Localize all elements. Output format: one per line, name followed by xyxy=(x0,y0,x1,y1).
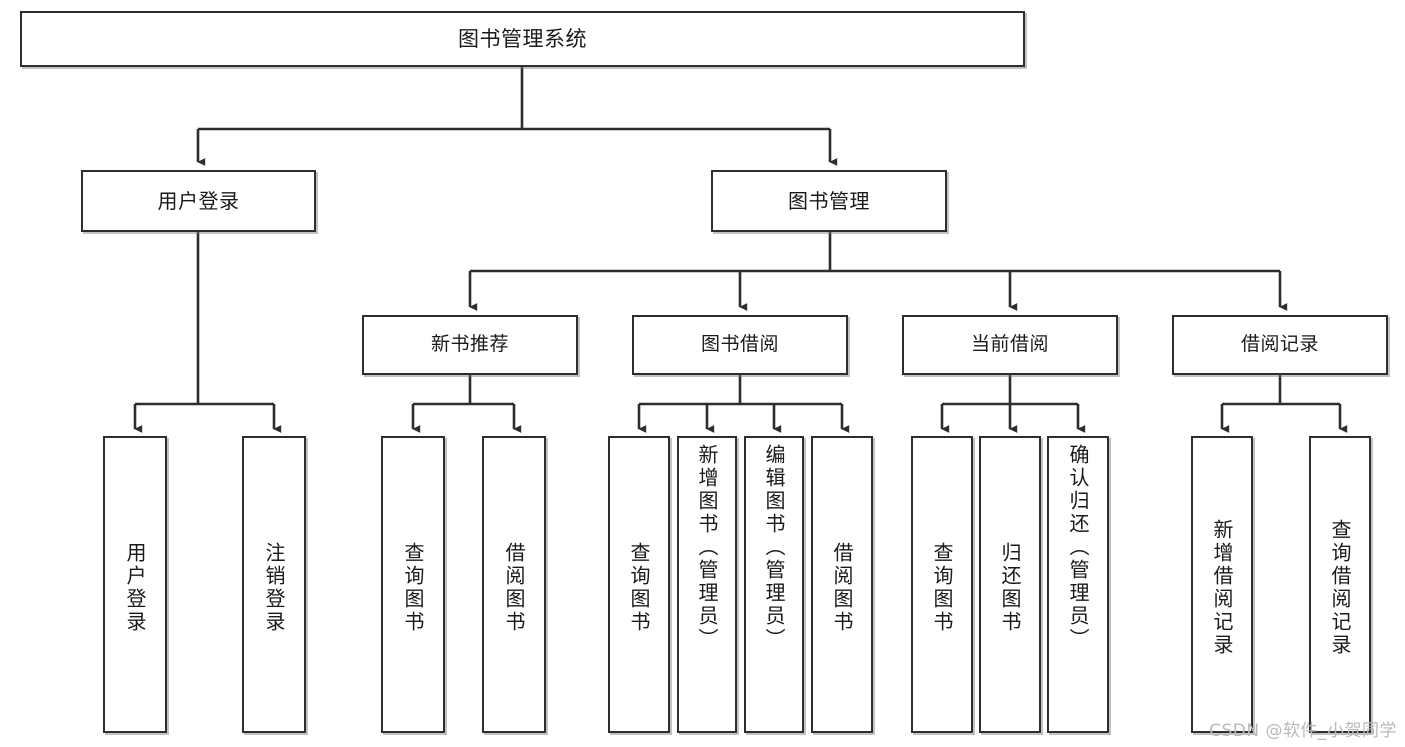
node-label: 查询图书 xyxy=(930,541,954,634)
leaf-return-books[interactable]: 归还图书 xyxy=(979,436,1041,733)
node-current-borrow[interactable]: 当前借阅 xyxy=(902,315,1118,375)
leaf-borrow-books[interactable]: 借阅图书 xyxy=(811,436,873,733)
leaf-edit-book-admin[interactable]: 编辑图书（管理员） xyxy=(744,436,804,733)
node-root-system[interactable]: 图书管理系统 xyxy=(20,11,1025,67)
node-label: 借阅图书 xyxy=(830,541,854,634)
node-label: 编辑图书（管理员） xyxy=(762,444,786,651)
node-label: 注销登录 xyxy=(262,541,286,634)
node-borrow-records[interactable]: 借阅记录 xyxy=(1172,315,1388,375)
node-label: 图书借阅 xyxy=(700,333,779,356)
node-label: 归还图书 xyxy=(998,541,1022,634)
node-label: 用户登录 xyxy=(157,188,240,213)
leaf-query-books-current[interactable]: 查询图书 xyxy=(911,436,973,733)
node-label: 借阅图书 xyxy=(502,541,526,634)
node-label: 新增图书（管理员） xyxy=(695,444,719,651)
node-label: 查询图书 xyxy=(627,541,651,634)
node-label: 新增借阅记录 xyxy=(1210,518,1234,657)
node-label: 图书管理系统 xyxy=(458,26,587,51)
node-new-book-recommend[interactable]: 新书推荐 xyxy=(362,315,578,375)
node-book-management[interactable]: 图书管理 xyxy=(711,170,947,232)
node-label: 图书管理 xyxy=(788,188,870,213)
leaf-add-borrow-record[interactable]: 新增借阅记录 xyxy=(1191,436,1253,733)
leaf-add-book-admin[interactable]: 新增图书（管理员） xyxy=(677,436,737,733)
node-label: 确认归还（管理员） xyxy=(1066,444,1090,651)
leaf-borrow-books-recommend[interactable]: 借阅图书 xyxy=(482,436,546,733)
leaf-query-books-borrow[interactable]: 查询图书 xyxy=(608,436,670,733)
node-label: 用户登录 xyxy=(123,541,147,634)
node-label: 查询图书 xyxy=(401,541,425,634)
node-user-login[interactable]: 用户登录 xyxy=(81,170,316,232)
node-label: 查询借阅记录 xyxy=(1328,518,1352,657)
node-book-borrow[interactable]: 图书借阅 xyxy=(632,315,848,375)
leaf-confirm-return-admin[interactable]: 确认归还（管理员） xyxy=(1047,436,1109,733)
leaf-query-borrow-record[interactable]: 查询借阅记录 xyxy=(1309,436,1371,733)
leaf-user-login[interactable]: 用户登录 xyxy=(103,436,167,733)
node-label: 借阅记录 xyxy=(1240,333,1319,356)
watermark-text: CSDN @软件_小贺同学 xyxy=(1209,721,1397,741)
node-label: 当前借阅 xyxy=(970,333,1049,356)
leaf-query-books-recommend[interactable]: 查询图书 xyxy=(381,436,445,733)
leaf-logout[interactable]: 注销登录 xyxy=(242,436,306,733)
node-label: 新书推荐 xyxy=(430,333,509,356)
